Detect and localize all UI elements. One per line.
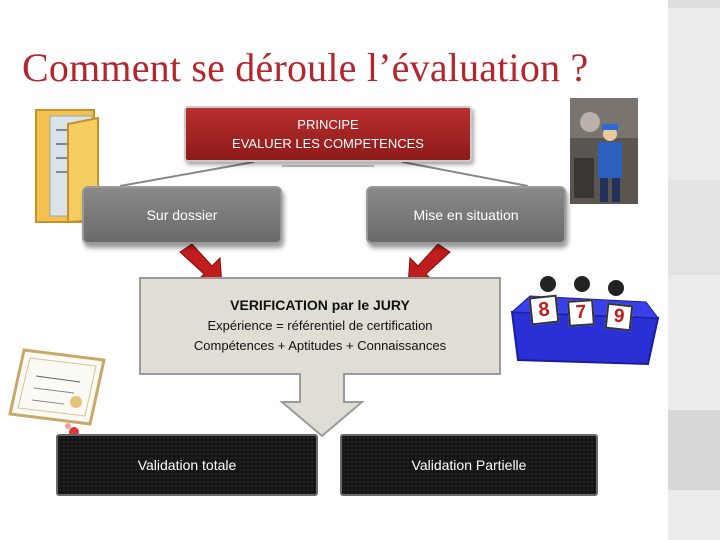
score-card-1: 8 (528, 294, 560, 326)
verification-heading-text: VERIFICATION par le (230, 297, 374, 313)
principle-box: PRINCIPE EVALUER LES COMPETENCES (184, 106, 472, 162)
score-card-2: 7 (567, 299, 595, 327)
outcome-partial-label: Validation Partielle (411, 457, 527, 473)
verification-box: VERIFICATION par le JURY Expérience = ré… (138, 276, 502, 374)
branch-dossier-label: Sur dossier (146, 207, 218, 223)
connector-left (119, 161, 255, 187)
branch-situation-label: Mise en situation (413, 207, 519, 223)
red-arrow-left (179, 243, 223, 287)
outcome-total-label: Validation totale (137, 457, 237, 473)
branch-dossier: Sur dossier (82, 186, 282, 244)
connector-right (401, 161, 529, 187)
page-title: Comment se déroule l’évaluation ? (22, 45, 589, 90)
principle-label: PRINCIPE (297, 117, 359, 132)
verification-jury: JURY (373, 297, 410, 313)
verification-experience: Expérience = référentiel de certificatio… (207, 318, 433, 333)
sidebar-decoration (668, 0, 720, 540)
certificate-icon (6, 346, 106, 431)
verification-heading: VERIFICATION par le JURY (230, 297, 410, 313)
score-card-3: 9 (604, 302, 634, 332)
verification-skills: Compétences + Aptitudes + Connaissances (193, 338, 447, 353)
branch-situation: Mise en situation (366, 186, 566, 244)
outcome-partial: Validation Partielle (340, 434, 598, 496)
red-arrow-right (407, 243, 451, 287)
worker-photo (570, 98, 638, 209)
verification-shape (139, 277, 501, 438)
principle-subtitle: EVALUER LES COMPETENCES (232, 136, 424, 151)
outcome-total: Validation totale (56, 434, 318, 496)
